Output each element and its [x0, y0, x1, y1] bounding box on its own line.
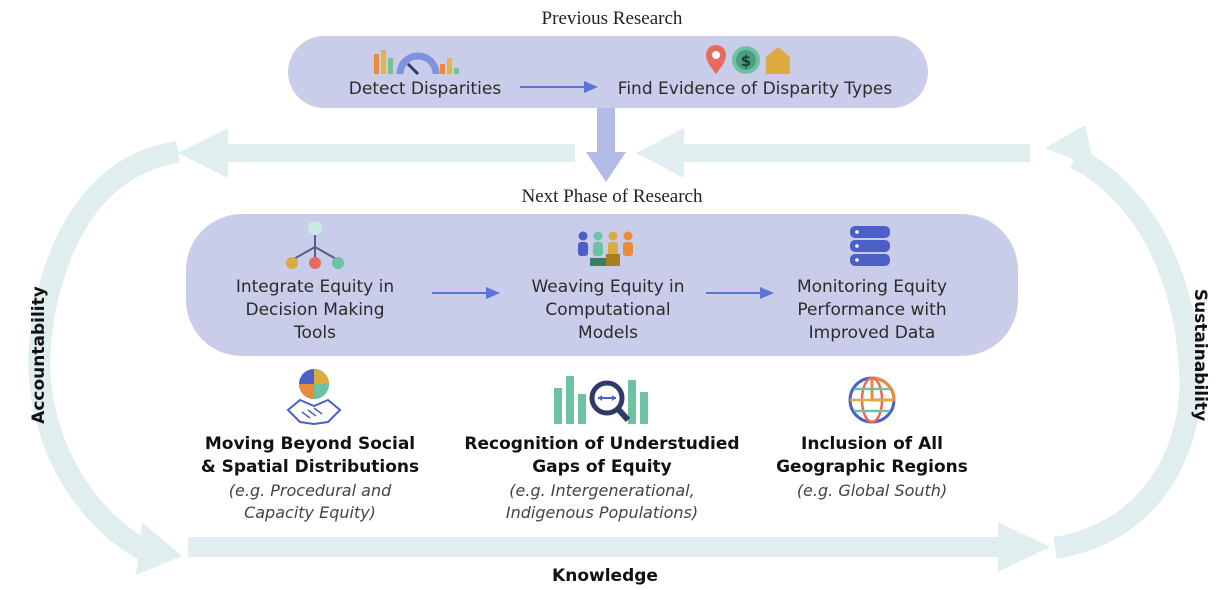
bottom-arrow-shaft — [188, 537, 1000, 557]
people-group-icon — [578, 231, 633, 266]
integrate-line-2: Decision Making — [245, 300, 385, 320]
monitoring-line-2: Performance with — [797, 300, 947, 320]
gap-3-title-line-1: Inclusion of All — [801, 434, 943, 454]
gap-2-title-line-2: Gaps of Equity — [532, 457, 672, 477]
gap-social-spatial-title: Moving Beyond Social & Spatial Distribut… — [190, 433, 430, 479]
location-pin-icon — [706, 45, 726, 74]
gap-regions-subtitle: (e.g. Global South) — [760, 480, 984, 502]
svg-text:$: $ — [741, 52, 751, 70]
top-left-arrow-shaft — [225, 144, 575, 162]
right-cycle-arc — [1053, 148, 1202, 559]
gap-understudied-subtitle: (e.g. Intergenerational, Indigenous Popu… — [462, 480, 742, 524]
monitoring-equity-label: Monitoring Equity Performance with Impro… — [772, 276, 972, 345]
bottom-arrowhead — [998, 522, 1050, 572]
dollar-coin-icon: $ — [732, 46, 760, 74]
detect-disparities-label: Detect Disparities — [348, 79, 502, 99]
gap-2-title-line-1: Recognition of Understudied — [464, 434, 740, 454]
monitoring-line-1: Monitoring Equity — [796, 277, 948, 297]
gap-3-title-line-2: Geographic Regions — [776, 457, 968, 477]
integrate-line-3: Tools — [294, 323, 336, 343]
gap-regions-title: Inclusion of All Geographic Regions — [760, 433, 984, 479]
gap-2-sub-line-1: (e.g. Intergenerational, — [509, 481, 695, 500]
database-icon — [850, 226, 890, 266]
monitoring-line-3: Improved Data — [808, 323, 936, 343]
find-evidence-label: Find Evidence of Disparity Types — [617, 79, 893, 99]
previous-research-title: Previous Research — [541, 8, 683, 29]
left-cycle-arc — [28, 141, 180, 566]
gap-understudied-title: Recognition of Understudied Gaps of Equi… — [462, 433, 742, 479]
down-arrowhead — [586, 152, 626, 182]
gap-1-title-line-1: Moving Beyond Social — [204, 434, 416, 454]
decision-tree-icon — [286, 221, 344, 269]
weaving-equity-label: Weaving Equity in Computational Models — [508, 276, 708, 345]
integrate-line-1: Integrate Equity in — [235, 277, 395, 297]
top-right-arrow-shaft — [680, 144, 1030, 162]
disparity-types-icons: $ — [706, 45, 790, 74]
down-arrow-shaft — [597, 108, 615, 156]
weaving-line-1: Weaving Equity in — [531, 277, 685, 297]
gap-1-title-line-2: & Spatial Distributions — [200, 457, 420, 477]
weaving-line-2: Computational — [545, 300, 671, 320]
gap-social-spatial-subtitle: (e.g. Procedural and Capacity Equity) — [190, 480, 430, 524]
integrate-equity-label: Integrate Equity in Decision Making Tool… — [210, 276, 420, 345]
house-icon — [766, 47, 790, 74]
next-flow-arrow-1 — [432, 287, 500, 299]
next-flow-arrow-2 — [706, 287, 774, 299]
gap-1-sub-line-2: Capacity Equity) — [244, 503, 376, 522]
right-arc-arrowhead — [1045, 125, 1095, 168]
magnifier-bars-icon — [554, 376, 648, 424]
left-arc-arrowhead — [136, 522, 182, 575]
handshake-puzzle-icon — [286, 369, 342, 426]
previous-flow-arrow — [520, 81, 598, 93]
previous-research-panel — [288, 36, 928, 108]
bar-gauge-icon — [374, 50, 459, 76]
next-phase-title: Next Phase of Research — [521, 186, 703, 207]
gap-3-sub-line-1: (e.g. Global South) — [796, 481, 948, 500]
top-right-arrowhead — [636, 128, 684, 178]
knowledge-label: Knowledge — [552, 566, 658, 586]
weaving-line-3: Models — [578, 323, 638, 343]
globe-icon — [848, 376, 896, 424]
top-left-arrowhead — [178, 128, 228, 178]
gap-2-sub-line-2: Indigenous Populations) — [505, 503, 699, 522]
sustainability-label: Sustainability — [1190, 288, 1210, 422]
accountability-label: Accountability — [29, 286, 49, 424]
gap-1-sub-line-1: (e.g. Procedural and — [228, 481, 392, 500]
